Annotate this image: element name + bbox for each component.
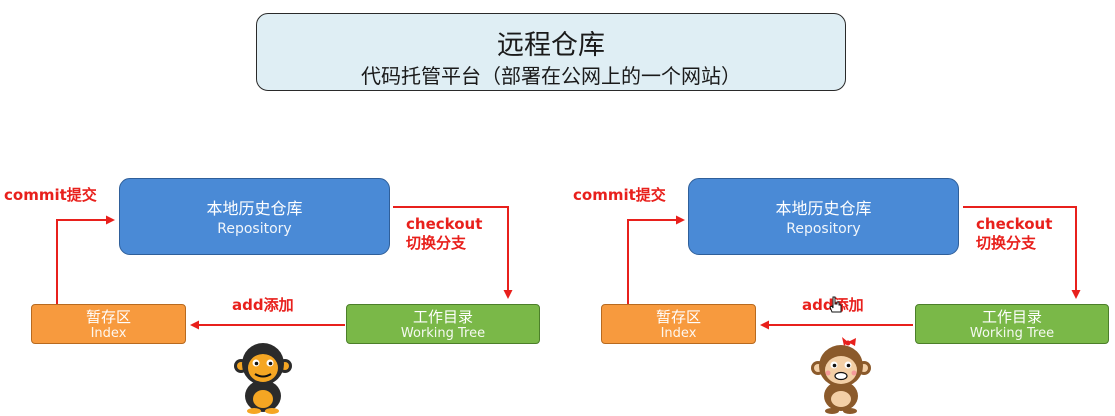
local-repo-sublabel: Repository [217,221,292,237]
remote-repo-subtitle: 代码托管平台（部署在公网上的一个网站） [361,64,741,88]
commit-label: commit提交 [4,186,97,204]
index-sublabel: Index [660,326,697,341]
worktree-sublabel: Working Tree [400,326,486,341]
checkout-sublabel: 切换分支 [976,234,1037,252]
checkout-label: checkout [976,215,1053,233]
local-repo-label: 本地历史仓库 [206,199,303,218]
checkout-arrow [393,206,513,299]
worktree-label: 工作目录 [981,308,1042,326]
worktree-label: 工作目录 [412,308,473,326]
index-box: 暂存区 Index [31,304,186,344]
checkout-sublabel: 切换分支 [406,234,467,252]
commit-arrow [627,215,685,304]
local-repo-sublabel: Repository [786,221,861,237]
add-label: add添加 [232,296,294,314]
index-sublabel: Index [90,326,127,341]
hand-cursor-icon [829,296,842,313]
local-repo-label: 本地历史仓库 [775,199,872,218]
worktree-box: 工作目录 Working Tree [915,304,1109,344]
checkout-arrow [963,206,1081,299]
index-label: 暂存区 [85,308,131,326]
worktree-box: 工作目录 Working Tree [346,304,540,344]
worktree-sublabel: Working Tree [969,326,1055,341]
checkout-label: checkout [406,215,483,233]
index-label: 暂存区 [655,308,701,326]
local-repo-box: 本地历史仓库 Repository [688,178,959,255]
black-monkey-mascot-icon [234,343,292,414]
local-repo-box: 本地历史仓库 Repository [119,178,390,255]
index-box: 暂存区 Index [601,304,756,344]
remote-repo-box: 远程仓库 代码托管平台（部署在公网上的一个网站） [256,13,846,91]
brown-monkey-mascot-icon [811,337,871,414]
commit-arrow [56,215,115,304]
remote-repo-title: 远程仓库 [497,30,605,61]
commit-label: commit提交 [573,186,666,204]
